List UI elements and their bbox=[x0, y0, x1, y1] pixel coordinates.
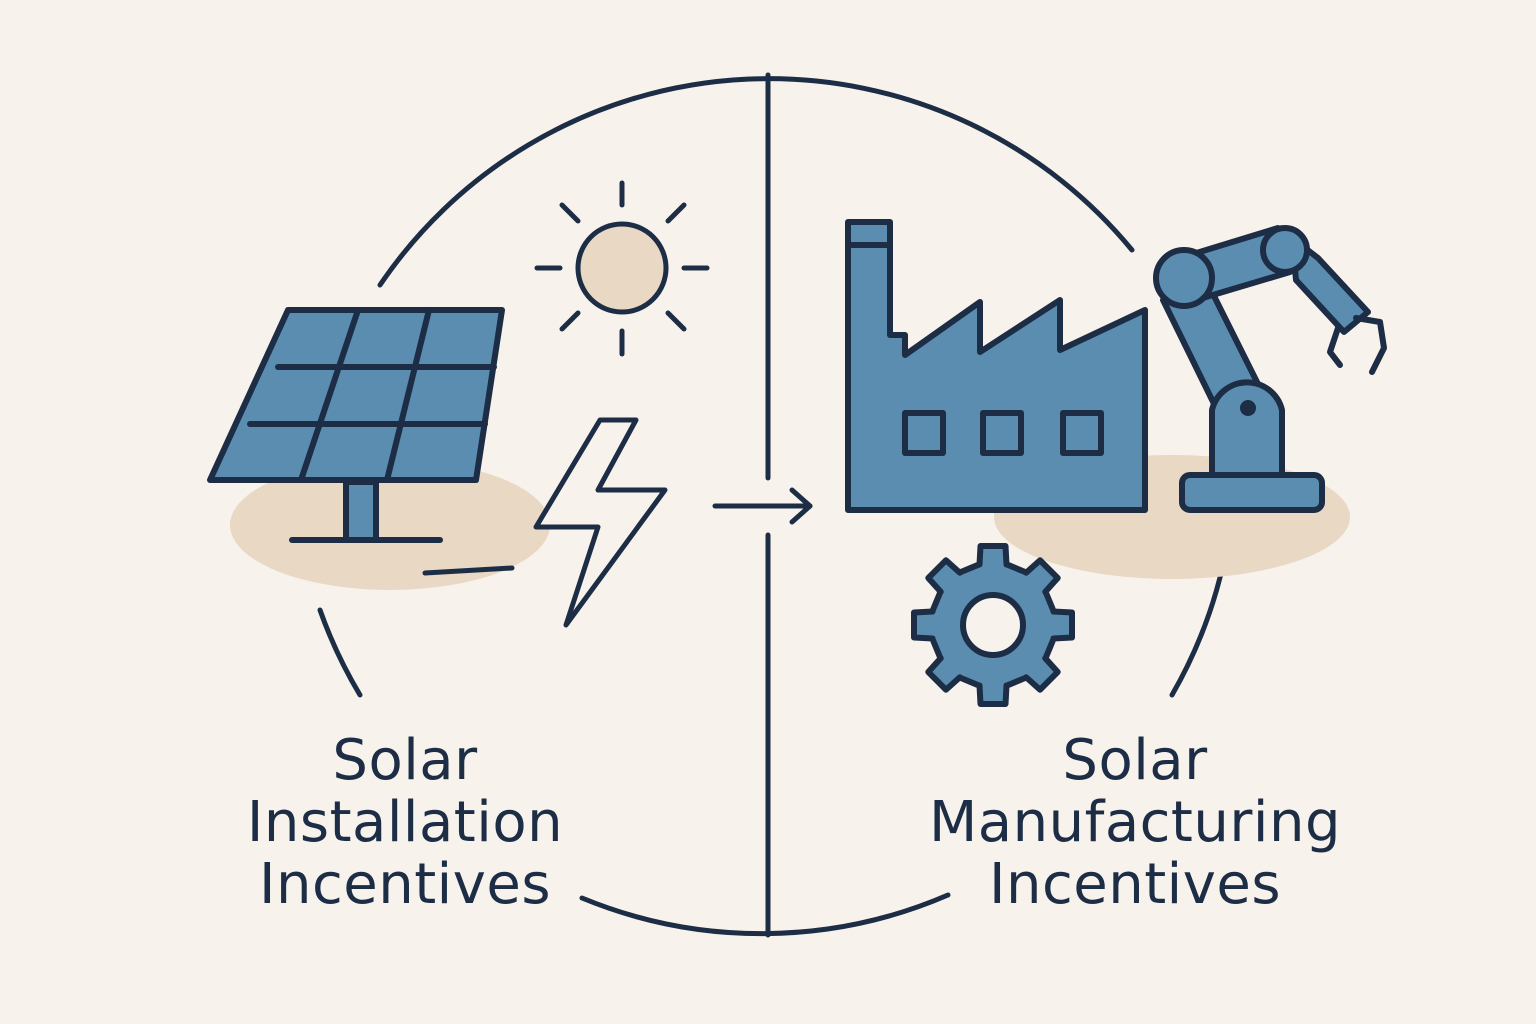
robotic-arm-icon bbox=[1153, 225, 1387, 513]
solar-panel-icon bbox=[207, 307, 515, 576]
solar-manufacturing-label: Solar Manufacturing Incentives bbox=[860, 730, 1410, 916]
right-label-line-3: Incentives bbox=[988, 852, 1282, 917]
left-label-line-2: Installation bbox=[246, 790, 564, 855]
left-arc bbox=[317, 607, 363, 698]
left-label-line-3: Incentives bbox=[258, 852, 552, 917]
top-arc bbox=[377, 76, 1135, 288]
right-label-line-2: Manufacturing bbox=[928, 790, 1341, 855]
gear-icon bbox=[911, 543, 1075, 707]
arrow-right-icon bbox=[712, 487, 813, 525]
lightning-bolt-icon bbox=[533, 417, 668, 628]
solar-installation-label: Solar Installation Incentives bbox=[180, 730, 630, 916]
factory-icon bbox=[845, 219, 1148, 513]
right-label-line-1: Solar bbox=[1062, 728, 1208, 793]
sun-icon bbox=[534, 180, 710, 357]
left-ground-ellipse bbox=[230, 460, 550, 590]
bottom-arc bbox=[579, 892, 951, 937]
left-label-line-1: Solar bbox=[332, 728, 478, 793]
